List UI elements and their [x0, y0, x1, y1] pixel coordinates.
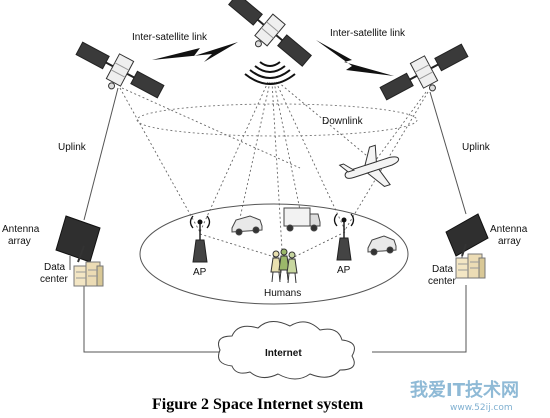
ap-left-icon [189, 215, 211, 263]
label-dc-left-2: center [40, 274, 68, 285]
downlink-ellipse [136, 103, 418, 137]
internet-cloud-icon [218, 321, 355, 380]
label-antenna-right-2: array [498, 236, 521, 247]
label-dc-right-1: Data [432, 264, 454, 275]
label-antenna-left-2: array [8, 236, 31, 247]
airplane-icon [338, 144, 400, 188]
label-uplink-left: Uplink [58, 142, 87, 153]
label-ap-right: AP [337, 265, 351, 276]
uplink-lines [83, 87, 467, 221]
label-downlink: Downlink [322, 116, 364, 127]
ap-right-icon [333, 213, 355, 261]
label-uplink-right: Uplink [462, 142, 491, 153]
car-icon [231, 215, 263, 236]
car-right-icon [367, 235, 397, 256]
label-humans: Humans [264, 288, 301, 299]
label-isl-left: Inter-satellite link [132, 32, 208, 43]
figure-caption: Figure 2 Space Internet system [152, 396, 364, 413]
satellite-center-icon [228, 0, 312, 67]
watermark-brand: 我爱IT技术网 [410, 379, 519, 401]
data-center-left-icon [73, 261, 104, 287]
label-antenna-left-1: Antenna [2, 224, 40, 235]
label-internet: Internet [265, 348, 302, 359]
antenna-array-left-icon [55, 215, 101, 263]
label-ap-left: AP [193, 267, 207, 278]
ground-area-ellipse [139, 203, 409, 305]
data-center-right-icon [455, 253, 486, 279]
label-dc-right-2: center [428, 276, 456, 287]
truck-icon [283, 207, 321, 232]
label-dc-left-1: Data [44, 262, 66, 273]
isl-bolt-left [152, 42, 238, 62]
label-isl-right: Inter-satellite link [330, 28, 406, 39]
antenna-array-right-icon [445, 213, 489, 257]
dotted-beams [119, 81, 429, 259]
broadcast-waves-icon [244, 61, 296, 85]
satellite-left-icon [75, 41, 165, 99]
satellite-right-icon [379, 43, 469, 101]
humans-icon [270, 248, 298, 284]
label-antenna-right-1: Antenna [490, 224, 528, 235]
watermark-url: www.52ij.com [450, 403, 513, 413]
isl-bolt-right [316, 40, 394, 76]
